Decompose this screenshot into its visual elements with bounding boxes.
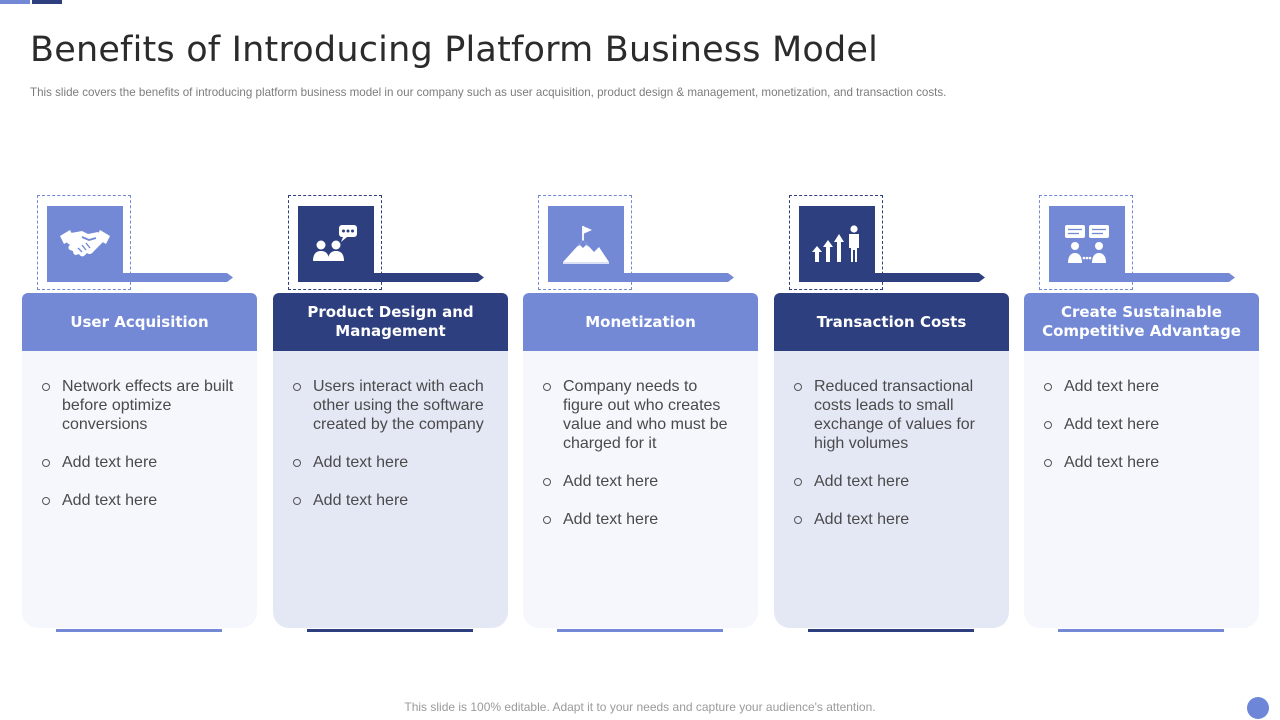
arrow-connector bbox=[374, 273, 484, 282]
corner-accent-dark bbox=[32, 0, 62, 4]
slide-title: Benefits of Introducing Platform Busines… bbox=[30, 30, 879, 70]
bullet-item: Add text here bbox=[1042, 453, 1241, 472]
bullet-item: Add text here bbox=[541, 472, 740, 491]
bullet-ring-icon bbox=[42, 383, 50, 391]
bullet-item: Network effects are built before optimiz… bbox=[40, 377, 239, 434]
benefit-card-monetization: Monetization Company needs to figure out… bbox=[523, 195, 758, 632]
card-title: Product Design and Management bbox=[273, 293, 508, 351]
card-title: User Acquisition bbox=[22, 293, 257, 351]
bullet-ring-icon bbox=[543, 383, 551, 391]
benefit-card-transaction-costs: Transaction Costs Reduced transactional … bbox=[774, 195, 1009, 632]
bullet-item: Users interact with each other using the… bbox=[291, 377, 490, 434]
card-title: Monetization bbox=[523, 293, 758, 351]
arrow-connector bbox=[1125, 273, 1235, 282]
arrow-connector bbox=[624, 273, 734, 282]
icon-frame bbox=[37, 195, 131, 290]
bullet-item: Add text here bbox=[792, 472, 991, 491]
bullet-ring-icon bbox=[293, 383, 301, 391]
bullet-item: Add text here bbox=[1042, 377, 1241, 396]
bullet-ring-icon bbox=[794, 383, 802, 391]
bullet-ring-icon bbox=[42, 497, 50, 505]
card-bottom-bar bbox=[1058, 629, 1224, 632]
bullet-ring-icon bbox=[42, 459, 50, 467]
card-title: Transaction Costs bbox=[774, 293, 1009, 351]
bullet-item: Add text here bbox=[40, 491, 239, 510]
bullet-ring-icon bbox=[1044, 459, 1052, 467]
bullet-item: Add text here bbox=[40, 453, 239, 472]
benefit-card-competitive-advantage: Create Sustainable Competitive Advantage… bbox=[1024, 195, 1259, 632]
discussion-board-icon bbox=[1049, 206, 1125, 282]
card-body: Users interact with each other using the… bbox=[273, 351, 508, 628]
handshake-icon bbox=[47, 206, 123, 282]
card-bottom-bar bbox=[307, 629, 473, 632]
bullet-ring-icon bbox=[543, 478, 551, 486]
people-chat-icon bbox=[298, 206, 374, 282]
card-body: Company needs to figure out who creates … bbox=[523, 351, 758, 628]
bullet-ring-icon bbox=[794, 478, 802, 486]
arrow-connector bbox=[123, 273, 233, 282]
card-bottom-bar bbox=[557, 629, 723, 632]
card-body: Add text here Add text here Add text her… bbox=[1024, 351, 1259, 628]
card-bottom-bar bbox=[56, 629, 222, 632]
card-title: Create Sustainable Competitive Advantage bbox=[1024, 293, 1259, 351]
benefit-card-product-design: Product Design and Management Users inte… bbox=[273, 195, 508, 632]
card-bottom-bar bbox=[808, 629, 974, 632]
icon-frame bbox=[789, 195, 883, 290]
bullet-item: Add text here bbox=[541, 510, 740, 529]
corner-accent-light bbox=[0, 0, 30, 4]
bullet-item: Company needs to figure out who creates … bbox=[541, 377, 740, 453]
bullet-ring-icon bbox=[1044, 421, 1052, 429]
benefit-card-user-acquisition: User Acquisition Network effects are bui… bbox=[22, 195, 257, 632]
bullet-ring-icon bbox=[543, 516, 551, 524]
bullet-item: Add text here bbox=[291, 453, 490, 472]
page-indicator-dot bbox=[1247, 697, 1269, 719]
arrow-connector bbox=[875, 273, 985, 282]
bullet-ring-icon bbox=[1044, 383, 1052, 391]
bullet-item: Add text here bbox=[291, 491, 490, 510]
slide-subtitle: This slide covers the benefits of introd… bbox=[30, 86, 947, 99]
bullet-ring-icon bbox=[293, 497, 301, 505]
bullet-item: Reduced transactional costs leads to sma… bbox=[792, 377, 991, 453]
slide-footer-note: This slide is 100% editable. Adapt it to… bbox=[404, 700, 876, 714]
mountain-flag-icon bbox=[548, 206, 624, 282]
bullet-item: Add text here bbox=[1042, 415, 1241, 434]
icon-frame bbox=[288, 195, 382, 290]
bullet-item: Add text here bbox=[792, 510, 991, 529]
icon-frame bbox=[1039, 195, 1133, 290]
bullet-ring-icon bbox=[794, 516, 802, 524]
bullet-ring-icon bbox=[293, 459, 301, 467]
growth-arrows-person-icon bbox=[799, 206, 875, 282]
icon-frame bbox=[538, 195, 632, 290]
card-body: Reduced transactional costs leads to sma… bbox=[774, 351, 1009, 628]
card-body: Network effects are built before optimiz… bbox=[22, 351, 257, 628]
